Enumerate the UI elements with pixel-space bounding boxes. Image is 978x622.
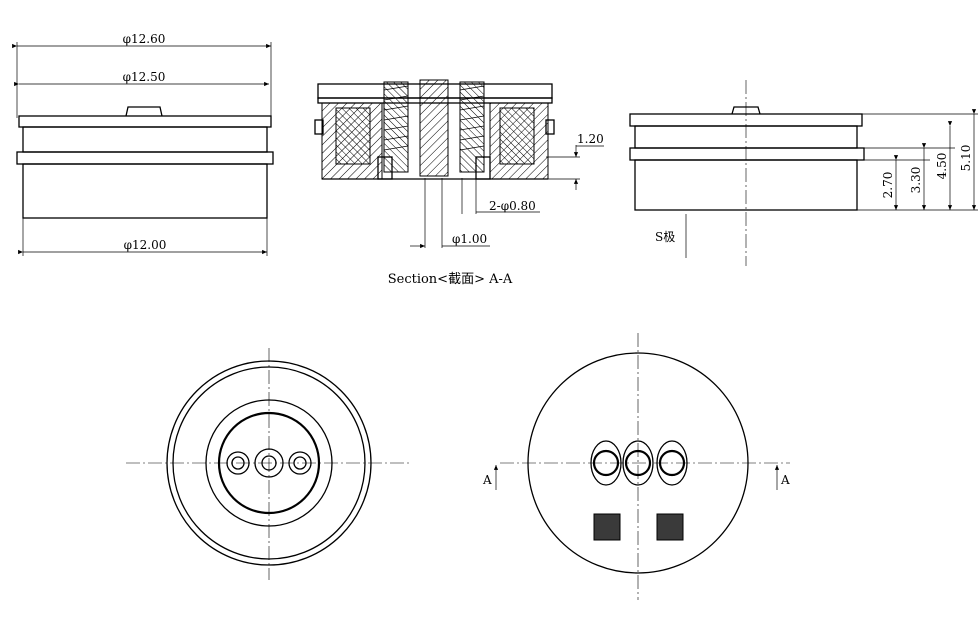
- front-view: φ12.60 φ12.50 φ12.00: [12, 32, 274, 256]
- dim-pin-gap: 1.20: [577, 132, 604, 146]
- dim-h-450: 4.50: [935, 153, 949, 180]
- bottom-view: A A: [482, 333, 790, 600]
- dim-base-dia: φ12.00: [124, 238, 167, 252]
- dim-pin-dia: 2-φ0.80: [489, 199, 536, 213]
- section-caption: Section<截面> A-A: [388, 272, 513, 287]
- top-view: [126, 348, 412, 580]
- dim-h-330: 3.30: [909, 167, 923, 194]
- dim-outer-dia: φ12.60: [123, 32, 166, 46]
- side-view: 2.70 3.30 4.50 5.10 S极: [629, 80, 978, 266]
- dim-h-270: 2.70: [881, 172, 895, 199]
- section-mark-right: A: [780, 473, 790, 487]
- section-view: 1.20 2-φ0.80 φ1.00 Section<截面> A-A: [314, 79, 604, 287]
- dim-h-510: 5.10: [959, 145, 973, 172]
- section-mark-left: A: [482, 473, 492, 487]
- dim-center-dia: φ1.00: [452, 232, 487, 246]
- dim-mid-dia: φ12.50: [123, 70, 166, 84]
- s-pole-label: S极: [655, 230, 675, 244]
